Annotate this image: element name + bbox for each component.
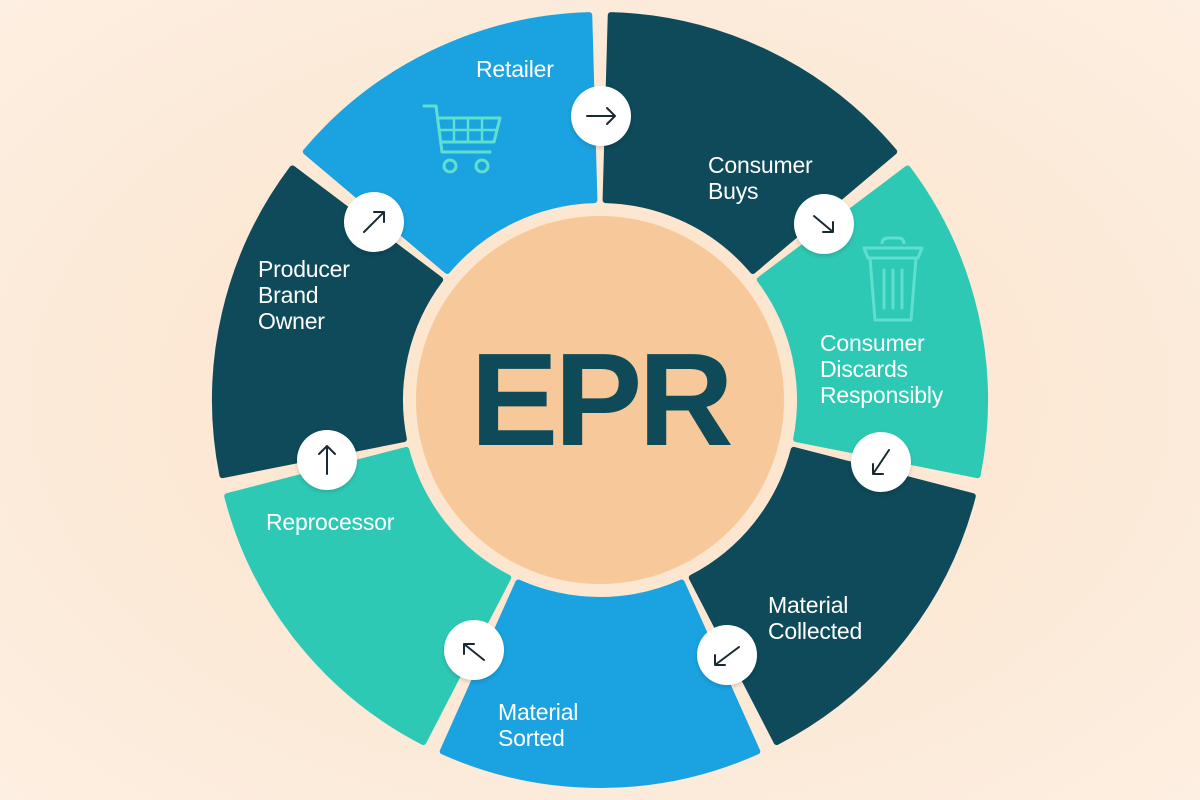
- connector-reprocessor-to-producer: [297, 430, 357, 490]
- segment-label-consumer-discards: Consumer Discards Responsibly: [820, 330, 944, 408]
- segment-label-material-sorted: Material Sorted: [498, 699, 579, 751]
- center-circle: [416, 216, 784, 584]
- connector-retailer-to-consumer-buys: [571, 86, 631, 146]
- segment-material-collected: [439, 579, 761, 788]
- down-left-arrow-icon: [872, 449, 890, 475]
- connector-producer-to-retailer: [344, 192, 404, 252]
- segment-label-material-collected: Material Collected: [768, 592, 863, 644]
- center-title: EPR: [470, 326, 733, 473]
- down-left-arrow-icon: [714, 646, 740, 666]
- up-arrow-icon: [318, 445, 336, 475]
- segment-label-consumer-buys: Consumer Buys: [708, 152, 813, 204]
- segment-material-sorted: [224, 446, 512, 746]
- connector-discards-to-collected: [851, 432, 911, 492]
- connector-collected-to-sorted: [697, 625, 757, 685]
- shopping-cart-icon: [422, 104, 502, 174]
- down-right-arrow-icon: [813, 215, 834, 233]
- up-right-arrow-icon: [363, 211, 385, 233]
- up-left-arrow-icon: [463, 643, 485, 661]
- hand-with-bag-icon: [664, 72, 761, 150]
- segment-consumer-discards: [688, 446, 976, 746]
- segment-label-producer: Producer Brand Owner: [258, 256, 350, 334]
- segment-label-reprocessor: Reprocessor: [266, 509, 395, 535]
- connector-buys-to-discards: [794, 194, 854, 254]
- connector-sorted-to-reprocessor: [444, 620, 504, 680]
- trash-bin-icon: [862, 236, 924, 322]
- segment-label-retailer: Retailer: [476, 56, 554, 82]
- right-arrow-icon: [586, 107, 616, 125]
